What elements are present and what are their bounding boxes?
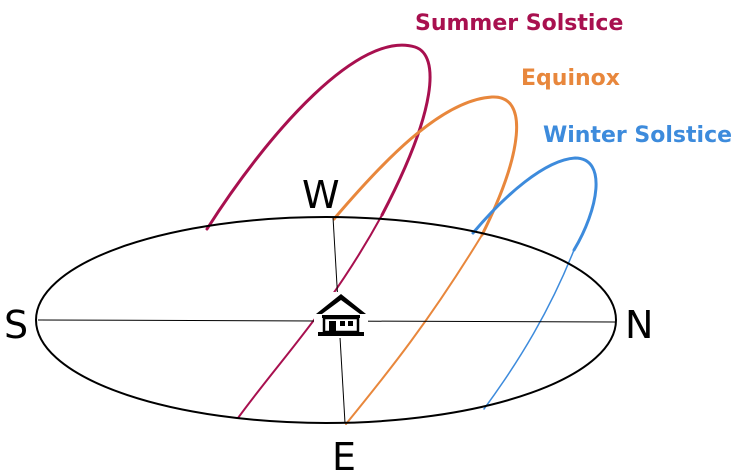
winter-solstice-label: Winter Solstice	[543, 123, 732, 148]
north-label: N	[625, 303, 653, 347]
equinox-label: Equinox	[521, 66, 620, 91]
summer-path-lower	[237, 214, 383, 419]
summer-solstice-label: Summer Solstice	[415, 11, 623, 36]
winter-path-lower	[483, 249, 575, 410]
equinox-path-lower	[345, 234, 483, 425]
horizon-ellipse	[35, 216, 617, 424]
south-label: S	[4, 303, 28, 347]
house-icon	[314, 292, 368, 338]
equinox-path-upper	[332, 95, 519, 237]
west-label: W	[302, 173, 340, 217]
east-label: E	[332, 435, 356, 476]
winter-path-upper	[471, 156, 598, 252]
summer-path-upper	[205, 43, 432, 231]
